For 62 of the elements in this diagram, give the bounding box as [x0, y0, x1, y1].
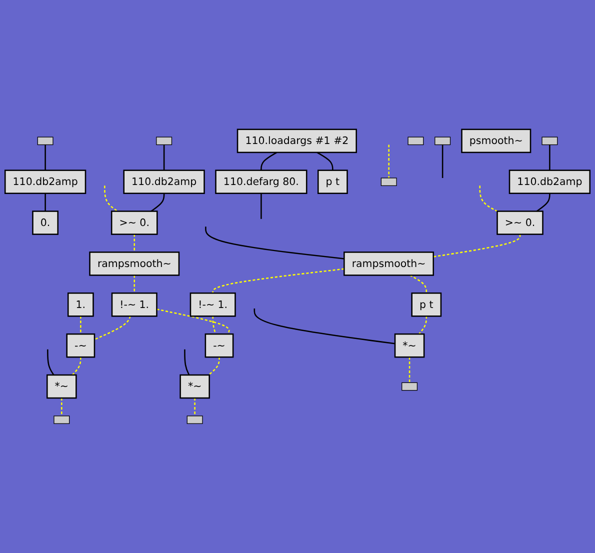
connector: [433, 234, 521, 258]
connector: [44, 193, 46, 212]
connector: [134, 275, 135, 294]
connector: [205, 226, 344, 260]
connector: [150, 193, 165, 212]
node-box: [156, 136, 172, 146]
connector: [156, 308, 230, 334]
connector: [442, 144, 444, 178]
node-box: [434, 136, 451, 146]
node-box: >~ 0.: [110, 210, 158, 235]
node-box: *~: [180, 374, 210, 399]
node-box: [402, 382, 418, 391]
node-box: rampsmooth~: [89, 252, 180, 276]
connector: [408, 357, 410, 383]
connector: [208, 357, 220, 376]
connector: [184, 349, 190, 376]
node-box: [542, 136, 558, 146]
connector: [104, 186, 118, 212]
node-box: p t: [317, 170, 348, 194]
connector: [536, 193, 550, 212]
connector: [212, 316, 216, 334]
node-box: p t: [411, 292, 442, 317]
node-box: *~: [46, 374, 77, 399]
node-box: !-~ 1.: [111, 292, 158, 317]
node-box: -~: [204, 333, 234, 358]
node-box: 110.db2amp: [123, 170, 205, 194]
node-box: 1.: [67, 292, 94, 317]
node-box: -~: [66, 333, 96, 358]
node-box: rampsmooth~: [344, 252, 434, 276]
connector: [316, 152, 334, 170]
node-box: [380, 178, 397, 186]
connector: [260, 152, 278, 170]
connector: [80, 316, 82, 334]
connector: [163, 144, 165, 170]
node-box: >~ 0.: [496, 210, 544, 235]
node-box: 0.: [32, 210, 58, 235]
connector: [72, 357, 82, 376]
connector: [194, 398, 196, 416]
node-box: !-~ 1.: [190, 292, 236, 317]
connector: [479, 186, 498, 212]
node-box: *~: [394, 333, 425, 358]
connector: [388, 144, 390, 178]
connector: [549, 144, 550, 170]
node-box: [408, 136, 424, 146]
connector: [260, 193, 262, 219]
connector: [418, 316, 428, 334]
connector: [47, 349, 54, 376]
node-box: 110.defarg 80.: [215, 170, 308, 194]
connector: [61, 398, 62, 416]
node-box: [54, 416, 70, 424]
connector: [212, 268, 344, 294]
node-box: [37, 136, 54, 146]
connector: [410, 274, 428, 294]
connector: [44, 144, 46, 170]
connector: [134, 234, 135, 252]
node-box: [186, 416, 203, 424]
node-box: 110.loadargs #1 #2: [236, 128, 357, 154]
node-box: 110.db2amp: [4, 170, 86, 194]
connector: [254, 308, 396, 344]
connector: [94, 316, 131, 340]
node-box: 110.db2amp: [508, 170, 591, 194]
node-box: psmooth~: [461, 128, 532, 154]
